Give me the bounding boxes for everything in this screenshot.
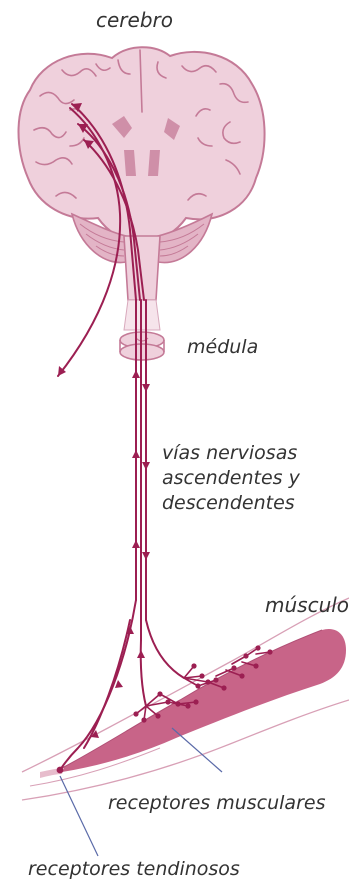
tendon-receptors-leader [60,776,98,856]
medulla-label: médula [187,336,258,358]
pathways-label: vías nerviosas ascendentes y descendente… [162,441,342,516]
tendon-receptors-label: receptores tendinosos [28,858,240,880]
muscle-label: músculo [265,593,349,617]
muscle-receptors-label: receptores musculares [108,792,325,814]
tendon-receptor-ending [57,767,64,774]
pathways-label-line-1: vías nerviosas [162,441,342,466]
muscle-illustration [22,598,349,800]
muscle-belly [62,629,346,772]
pathways-label-line-2: ascendentes y [162,466,342,491]
brain-illustration [19,47,265,300]
pathways-label-line-3: descendentes [162,491,342,516]
brain-label: cerebro [96,8,173,32]
